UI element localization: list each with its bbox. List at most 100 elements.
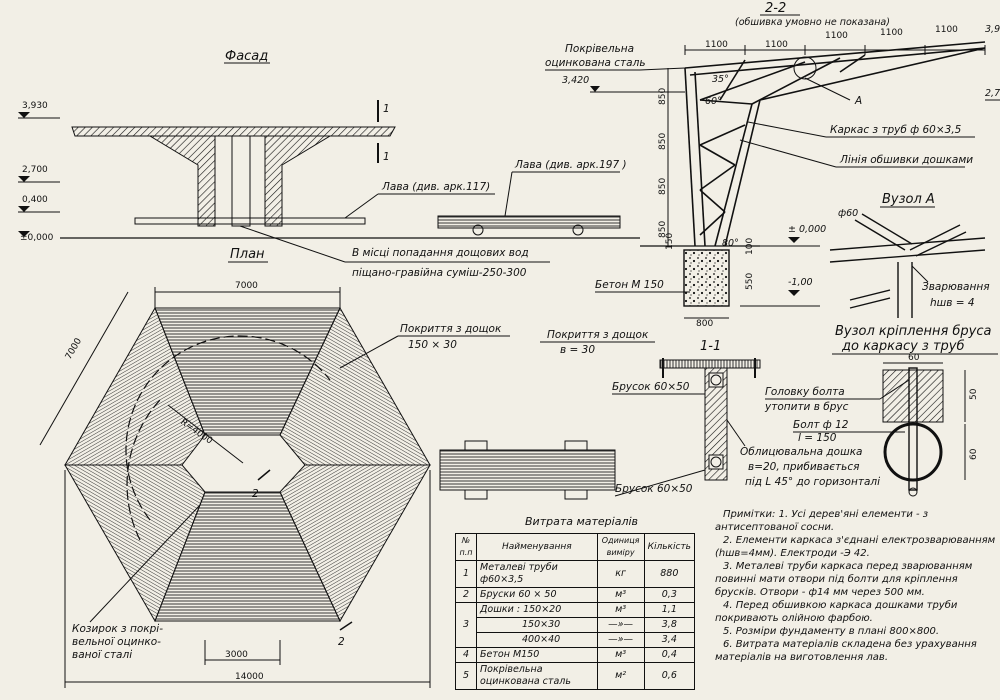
node-beam-pipe <box>883 422 943 482</box>
cell-unit: м³ <box>596 587 645 603</box>
materials-table: № п.п Найменування Одиниця виміру Кількі… <box>455 533 696 690</box>
facade-bench-right <box>437 215 621 229</box>
angle-60: 60° <box>705 96 722 107</box>
cell-name: Дошки : 150×20 <box>476 602 598 618</box>
bolt-2: l = 150 <box>798 432 837 444</box>
level-3930: 3,930 <box>22 101 48 111</box>
plan-canopy-note-1: Козирок з покрі- <box>72 623 163 635</box>
cell-n: 1 <box>455 560 477 588</box>
node-beam-dim-60-top: 60 <box>908 353 920 363</box>
plan-view: План 7000 7000 R=4000 2 2 3000 14000 <box>39 247 510 688</box>
section22-node-a-circle <box>793 56 817 80</box>
dim-top-2: 1100 <box>765 40 788 50</box>
facade-roof <box>71 126 396 137</box>
cell-qty: 3,4 <box>643 632 696 648</box>
board-detail <box>439 449 616 491</box>
cell-name: Металеві труби ф60×3,5 <box>476 560 598 588</box>
level-3420: 3,420 <box>562 75 589 86</box>
section-mark-1-top: 1 <box>383 103 390 115</box>
cell-n: 2 <box>455 587 477 603</box>
plan-section-mark-2: 2 <box>252 488 259 500</box>
dim-left-4: 850 <box>658 221 668 238</box>
node-a-pipe: ф60 <box>838 208 858 219</box>
dim-550: 550 <box>745 273 755 290</box>
plan-dim-side: 7000 <box>64 336 84 361</box>
cell-unit: кг <box>596 560 645 588</box>
bench-label-2: Лава (див. арк.197 ) <box>514 159 627 171</box>
section11-board-1: Облицювальна дошка <box>740 446 863 458</box>
section22-title: 2-2 <box>765 1 786 16</box>
section11-beam-label-1: Брусок 60×50 <box>612 381 690 393</box>
drainage-note-line2: піщано-гравійна суміш-250-300 <box>352 267 527 279</box>
plan-canopy-note-3: ваної сталі <box>72 649 132 661</box>
cell-name: Покрівельна оцинкована сталь <box>476 662 598 690</box>
level-0-000: ± 0,000 <box>788 224 826 235</box>
section22-subtitle: (обшивка умовно не показана) <box>735 17 890 28</box>
plan-dim-14000: 14000 <box>235 672 264 682</box>
dim-800: 800 <box>696 319 713 329</box>
cell-unit: —»— <box>596 617 645 633</box>
table-row: 5 Покрівельна оцинкована сталь м² 0,6 <box>455 662 696 690</box>
note-item: 2. Елементи каркаса з'єднані електрозвар… <box>715 535 996 559</box>
section22-node-a: A <box>854 95 862 107</box>
plan-covering-label: Покриття з дощок <box>400 323 502 335</box>
cell-qty: 3,8 <box>643 617 696 633</box>
plan-covering-size: 150 × 30 <box>408 339 457 351</box>
node-beam-title-2: до каркасу з труб <box>841 339 965 354</box>
facade-column-right <box>264 135 332 227</box>
level-2-7: 2,7 <box>985 88 1000 99</box>
section22-frame <box>684 41 986 247</box>
table-row: 400×40 —»— 3,4 <box>456 632 696 648</box>
cell-unit: м² <box>596 662 645 690</box>
cell-qty: 1,1 <box>643 602 696 618</box>
section11-covering-b: в = 30 <box>560 344 595 356</box>
angle-80: 80° <box>722 238 739 249</box>
section-2-2: 2-2 (обшивка умовно не показана) 1100 11… <box>545 1 1000 329</box>
node-beam-detail: Вузол кріплення бруса до каркасу з труб … <box>764 324 998 497</box>
roof-label-2: оцинкована сталь <box>545 57 646 69</box>
materials-title: Витрата матеріалів <box>525 515 639 528</box>
section-1-1: Покриття з дощок в = 30 1-1 Брусок 60×50… <box>439 329 880 500</box>
level-3-9: 3,9 <box>985 24 1000 35</box>
dim-top-4: 1100 <box>880 28 903 38</box>
level-minus-1: -1,00 <box>788 277 813 288</box>
drainage-note-line1: В місці попадання дощових вод <box>352 247 529 259</box>
cell-name: Бруски 60 × 50 <box>476 587 598 603</box>
facade-level-marks: 3,930 2,700 0,400 ±0,000 <box>18 101 60 243</box>
cell-qty: 0,4 <box>643 647 696 663</box>
node-beam-title-1: Вузол кріплення бруса <box>835 324 992 339</box>
node-beam-wood <box>882 369 944 423</box>
materials-header-name: Найменування <box>476 533 598 561</box>
dim-100: 100 <box>745 238 755 255</box>
table-row: 4 Бетон М150 м³ 0,4 <box>455 647 696 663</box>
level-2700: 2,700 <box>22 165 48 175</box>
section11-title: 1-1 <box>700 339 721 354</box>
bolt-head-2: утопити в брус <box>764 401 849 413</box>
note-item: 3. Металеві труби каркаса перед зварюван… <box>715 561 973 598</box>
materials-header-qty: Кількість <box>643 533 696 561</box>
cell-name: Бетон М150 <box>476 647 598 663</box>
note-item: 4. Перед обшивкою каркаса дошками труби … <box>715 600 958 624</box>
section11-beam-label-2: Брусок 60×50 <box>615 483 693 495</box>
notes-block: Примітки: 1. Усі дерев'яні елементи - з … <box>715 508 997 664</box>
materials-header-row: № п.п Найменування Одиниця виміру Кількі… <box>455 533 696 561</box>
node-beam-bolt <box>908 367 918 491</box>
bolt-head-1: Головку болта <box>765 386 845 398</box>
plan-dim-top: 7000 <box>235 281 258 291</box>
dim-left-1: 850 <box>658 88 668 105</box>
table-row: 2 Бруски 60 × 50 м³ 0,3 <box>455 587 696 603</box>
cell-unit: —»— <box>596 632 645 648</box>
facade-view: Фасад 3,930 2,700 0,400 ±0,000 1 1 <box>18 49 640 279</box>
dim-top-5: 1100 <box>935 25 958 35</box>
note-item: 6. Витрата матеріалів складена без ураху… <box>715 639 977 663</box>
node-a-detail: Вузол А ф60 Зварювання hшв = 4 <box>829 192 990 318</box>
note-item: 5. Розміри фундаменту в плані 800×800. <box>723 626 940 637</box>
level-0400: 0,400 <box>22 195 48 205</box>
node-a-weld-2: hшв = 4 <box>930 297 975 309</box>
node-a-weld-1: Зварювання <box>922 281 990 293</box>
table-row: 3 Дошки : 150×20 м³ 1,1 <box>455 602 696 648</box>
section11-board-2: в=20, прибивається <box>748 461 859 473</box>
dim-150: 150 <box>665 233 675 250</box>
cell-qty: 0,6 <box>643 662 696 690</box>
